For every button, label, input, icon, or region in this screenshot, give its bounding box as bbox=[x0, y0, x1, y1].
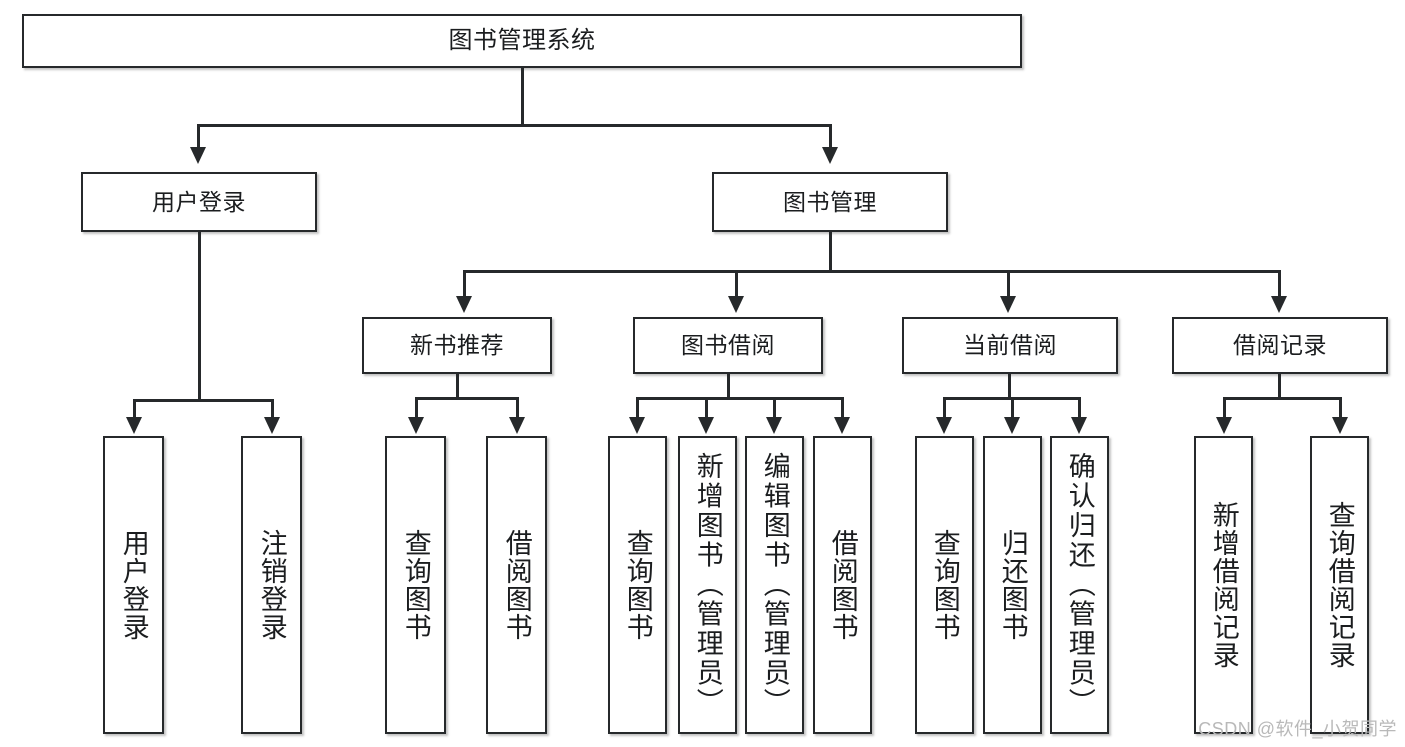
connector-current-borrow-to-leaf-2 bbox=[1011, 397, 1014, 417]
leaf-label: 查询借阅记录 bbox=[1324, 501, 1355, 669]
leaf-current-borrow-query[interactable]: 查询图书 bbox=[915, 436, 974, 734]
node-current-borrow-label: 当前借阅 bbox=[963, 332, 1057, 358]
leaf-label: 注销登录 bbox=[256, 529, 287, 641]
node-book-borrow[interactable]: 图书借阅 bbox=[633, 317, 823, 374]
leaf-book-borrow-add[interactable]: 新增图书（管理员） bbox=[678, 436, 737, 734]
arrow-borrow-record-to-leaf-2 bbox=[1332, 417, 1348, 434]
leaf-new-book-query[interactable]: 查询图书 bbox=[385, 436, 446, 734]
connector-new-book-stem bbox=[456, 374, 459, 399]
arrow-book-mgmt-to-current-borrow bbox=[1000, 296, 1016, 313]
connector-current-borrow-to-leaf-3 bbox=[1078, 397, 1081, 417]
leaf-label: 借阅图书 bbox=[501, 529, 532, 641]
connector-borrow-record-stem bbox=[1278, 374, 1281, 399]
connector-borrow-record-to-leaf-1 bbox=[1223, 397, 1226, 417]
arrow-user-login-to-leaf-1 bbox=[126, 417, 142, 434]
connector-user-login-to-leaf-1 bbox=[133, 399, 136, 417]
arrow-book-borrow-to-leaf-1 bbox=[629, 417, 645, 434]
arrow-new-book-to-leaf-2 bbox=[509, 417, 525, 434]
arrow-borrow-record-to-leaf-1 bbox=[1216, 417, 1232, 434]
leaf-label: 新增借阅记录 bbox=[1208, 501, 1239, 669]
connector-current-borrow-stem bbox=[1008, 374, 1011, 399]
arrow-user-login-to-leaf-2 bbox=[264, 417, 280, 434]
connector-user-login-stem bbox=[198, 232, 201, 401]
node-book-borrow-label: 图书借阅 bbox=[681, 332, 775, 358]
leaf-label: 查询图书 bbox=[622, 529, 653, 641]
leaf-borrow-record-add[interactable]: 新增借阅记录 bbox=[1194, 436, 1253, 734]
connector-book-borrow-stem bbox=[727, 374, 730, 399]
arrow-current-borrow-to-leaf-1 bbox=[936, 417, 952, 434]
node-borrow-record[interactable]: 借阅记录 bbox=[1172, 317, 1388, 374]
arrow-book-borrow-to-leaf-2 bbox=[698, 417, 714, 434]
leaf-user-login-logout[interactable]: 注销登录 bbox=[241, 436, 302, 734]
arrow-root-to-book-mgmt bbox=[822, 147, 838, 164]
arrow-book-borrow-to-leaf-3 bbox=[766, 417, 782, 434]
node-root-label: 图书管理系统 bbox=[448, 27, 596, 54]
connector-book-mgmt-stem bbox=[829, 232, 832, 272]
arrow-current-borrow-to-leaf-3 bbox=[1071, 417, 1087, 434]
leaf-label: 确认归还（管理员） bbox=[1064, 452, 1095, 718]
leaf-new-book-borrow[interactable]: 借阅图书 bbox=[486, 436, 547, 734]
connector-book-borrow-to-leaf-4 bbox=[841, 397, 844, 417]
node-book-management-label: 图书管理 bbox=[783, 188, 877, 215]
node-book-management[interactable]: 图书管理 bbox=[712, 172, 948, 232]
leaf-label: 查询图书 bbox=[400, 529, 431, 641]
leaf-label: 归还图书 bbox=[997, 529, 1028, 641]
arrow-current-borrow-to-leaf-2 bbox=[1004, 417, 1020, 434]
connector-book-mgmt-to-book-borrow bbox=[735, 270, 738, 296]
leaf-borrow-record-query[interactable]: 查询借阅记录 bbox=[1310, 436, 1369, 734]
leaf-label: 新增图书（管理员） bbox=[692, 452, 723, 718]
node-new-book-recommend-label: 新书推荐 bbox=[410, 332, 504, 358]
connector-user-login-to-leaf-2 bbox=[271, 399, 274, 417]
connector-user-login-bus bbox=[133, 399, 273, 402]
connector-book-borrow-bus bbox=[636, 397, 843, 400]
connector-book-mgmt-to-borrow-record bbox=[1278, 270, 1281, 296]
arrow-book-mgmt-to-borrow-record bbox=[1271, 296, 1287, 313]
connector-borrow-record-bus bbox=[1223, 397, 1341, 400]
leaf-label: 用户登录 bbox=[118, 529, 149, 641]
node-root[interactable]: 图书管理系统 bbox=[22, 14, 1022, 68]
connector-new-book-to-leaf-1 bbox=[415, 397, 418, 417]
connector-book-mgmt-to-new-book bbox=[463, 270, 466, 296]
connector-root-stem bbox=[521, 68, 524, 126]
watermark: CSDN @软件_小贺同学 bbox=[1198, 719, 1397, 739]
connector-borrow-record-to-leaf-2 bbox=[1339, 397, 1342, 417]
arrow-new-book-to-leaf-1 bbox=[408, 417, 424, 434]
connector-current-borrow-to-leaf-1 bbox=[943, 397, 946, 417]
leaf-label: 编辑图书（管理员） bbox=[759, 452, 790, 718]
connector-book-mgmt-bus bbox=[463, 270, 1280, 273]
leaf-current-borrow-confirm-return[interactable]: 确认归还（管理员） bbox=[1050, 436, 1109, 734]
connector-book-borrow-to-leaf-1 bbox=[636, 397, 639, 417]
node-current-borrow[interactable]: 当前借阅 bbox=[902, 317, 1118, 374]
arrow-book-mgmt-to-book-borrow bbox=[728, 296, 744, 313]
connector-new-book-bus bbox=[415, 397, 518, 400]
leaf-book-borrow-edit[interactable]: 编辑图书（管理员） bbox=[745, 436, 804, 734]
node-user-login-label: 用户登录 bbox=[152, 188, 246, 215]
connector-root-bus bbox=[197, 124, 832, 127]
node-new-book-recommend[interactable]: 新书推荐 bbox=[362, 317, 552, 374]
connector-book-borrow-to-leaf-2 bbox=[705, 397, 708, 417]
connector-root-to-book-mgmt bbox=[829, 124, 832, 147]
node-borrow-record-label: 借阅记录 bbox=[1233, 332, 1327, 358]
connector-book-mgmt-to-current-borrow bbox=[1007, 270, 1010, 296]
arrow-book-mgmt-to-new-book bbox=[456, 296, 472, 313]
leaf-label: 借阅图书 bbox=[827, 529, 858, 641]
leaf-book-borrow-query[interactable]: 查询图书 bbox=[608, 436, 667, 734]
connector-root-to-user-login bbox=[197, 124, 200, 147]
connector-book-borrow-to-leaf-3 bbox=[773, 397, 776, 417]
leaf-current-borrow-return[interactable]: 归还图书 bbox=[983, 436, 1042, 734]
arrow-root-to-user-login bbox=[190, 147, 206, 164]
leaf-book-borrow-borrow[interactable]: 借阅图书 bbox=[813, 436, 872, 734]
node-user-login[interactable]: 用户登录 bbox=[81, 172, 317, 232]
leaf-user-login-login[interactable]: 用户登录 bbox=[103, 436, 164, 734]
leaf-label: 查询图书 bbox=[929, 529, 960, 641]
connector-new-book-to-leaf-2 bbox=[516, 397, 519, 417]
arrow-book-borrow-to-leaf-4 bbox=[834, 417, 850, 434]
